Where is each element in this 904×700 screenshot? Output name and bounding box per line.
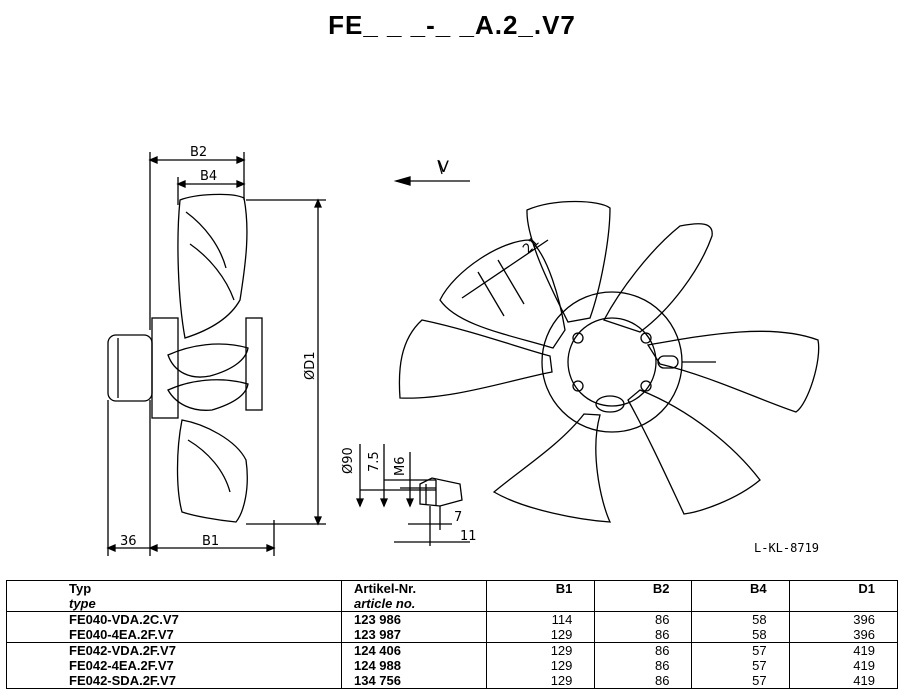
label-7: 7 (454, 510, 462, 525)
cell-d1: 419 (788, 673, 899, 689)
cell-b2: 86 (594, 658, 692, 673)
table-row: FE042-4EA.2F.V7 124 988 129 86 57 419 (6, 658, 899, 673)
cell-b4: 57 (691, 642, 790, 658)
cell-b1: 129 (485, 627, 595, 643)
label-11: 11 (460, 529, 477, 544)
cell-b4: 57 (691, 658, 790, 673)
cell-b4: 57 (691, 673, 790, 689)
header-artikel-sub: article no. (341, 596, 487, 612)
label-b1: B1 (202, 534, 219, 549)
cell-b1: 114 (485, 611, 595, 627)
cell-artikel: 123 987 (341, 627, 487, 643)
cell-typ: FE040-VDA.2C.V7 (6, 611, 342, 627)
cell-b2: 86 (594, 673, 692, 689)
cell-b1: 129 (485, 673, 595, 689)
header-d1: D1 (788, 580, 899, 596)
cell-typ: FE042-4EA.2F.V7 (6, 658, 342, 673)
label-b2: B2 (190, 145, 207, 160)
cell-typ: FE042-VDA.2F.V7 (6, 642, 342, 658)
fan-technical-drawing: B2 B4 ØD1 B1 36 Ø90 7.5 M6 7 11 21 V L-K… (106, 145, 820, 556)
label-d90: Ø90 (341, 447, 356, 474)
fan-front-view (398, 200, 820, 523)
label-d1: ØD1 (303, 351, 318, 380)
page-title: FE_ _ _-_ _A.2_.V7 (328, 10, 576, 40)
header-b1: B1 (485, 580, 595, 596)
dimension-b4 (176, 177, 246, 205)
table-row: FE042-VDA.2F.V7 124 406 129 86 57 419 (6, 642, 899, 658)
label-m6: M6 (393, 457, 408, 477)
label-21: 21 (520, 235, 542, 257)
cell-artikel: 124 988 (341, 658, 487, 673)
cell-typ: FE042-SDA.2F.V7 (6, 673, 342, 689)
cell-d1: 419 (788, 642, 899, 658)
cell-b4: 58 (691, 611, 790, 627)
spec-table: Typ Artikel-Nr. B1 B2 B4 D1 type article… (6, 580, 899, 689)
cell-b2: 86 (594, 642, 692, 658)
cell-b4: 58 (691, 627, 790, 643)
header-typ-sub: type (6, 596, 342, 612)
table-row: FE040-VDA.2C.V7 123 986 114 86 58 396 (6, 611, 899, 627)
cell-artikel: 134 756 (341, 673, 487, 689)
cell-artikel: 123 986 (341, 611, 487, 627)
airflow-arrow (393, 159, 470, 186)
header-b2: B2 (594, 580, 692, 596)
dimension-b1 (106, 400, 276, 556)
fan-side-view (107, 193, 263, 523)
label-36: 36 (120, 534, 137, 549)
cell-b2: 86 (594, 627, 692, 643)
cell-b1: 129 (485, 658, 595, 673)
label-airflow: V (438, 157, 449, 176)
cell-d1: 396 (788, 611, 899, 627)
cell-b1: 129 (485, 642, 595, 658)
drawing-reference: L-KL-8719 (754, 541, 819, 555)
cell-b2: 86 (594, 611, 692, 627)
label-b4: B4 (200, 169, 217, 184)
header-b4: B4 (691, 580, 790, 596)
header-typ: Typ (6, 580, 342, 596)
header-artikel: Artikel-Nr. (341, 580, 487, 596)
dimension-b2 (148, 152, 246, 330)
dimension-d1 (246, 198, 326, 526)
table-row: FE042-SDA.2F.V7 134 756 129 86 57 419 (6, 673, 899, 689)
cell-artikel: 124 406 (341, 642, 487, 658)
label-7-5: 7.5 (367, 451, 382, 472)
cell-typ: FE040-4EA.2F.V7 (6, 627, 342, 643)
cell-d1: 419 (788, 658, 899, 673)
mounting-detail (356, 444, 470, 546)
table-row: FE040-4EA.2F.V7 123 987 129 86 58 396 (6, 627, 899, 643)
cell-d1: 396 (788, 627, 899, 643)
